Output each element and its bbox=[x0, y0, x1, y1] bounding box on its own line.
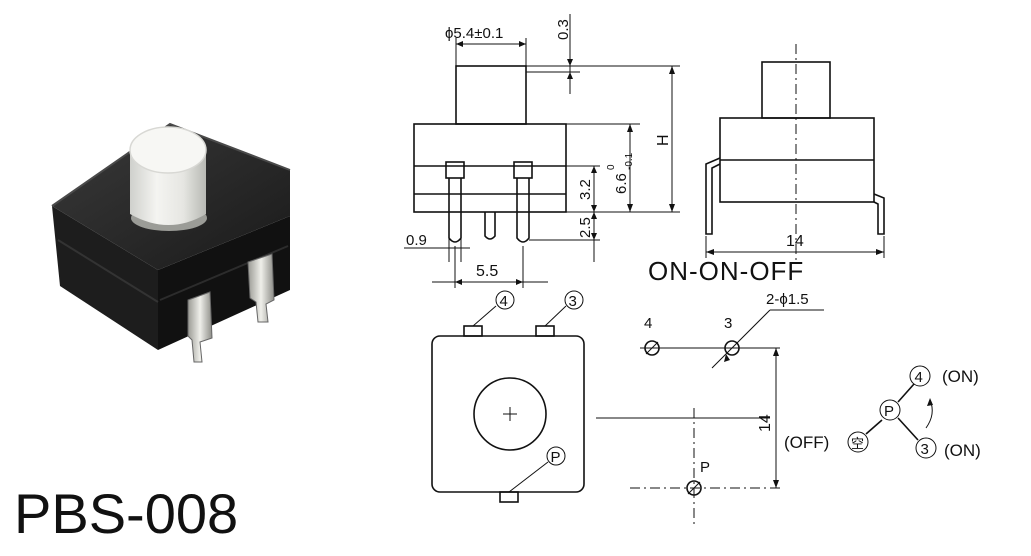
photo-pin-right bbox=[247, 253, 275, 323]
dim-pin-pitch: 5.5 bbox=[476, 263, 498, 280]
top-view: 4 3 P bbox=[431, 290, 585, 503]
side-lead-left bbox=[705, 157, 721, 235]
dim-body-width: 14 bbox=[786, 233, 804, 250]
schematic-node-3 bbox=[915, 437, 937, 459]
footprint-hole-spec: 2-ϕ1.5 bbox=[766, 291, 809, 308]
footprint-hole-3 bbox=[724, 340, 740, 356]
pin-label-circle-4 bbox=[495, 290, 515, 310]
front-terminal-left bbox=[445, 161, 465, 243]
schematic-off-glyph: 空 bbox=[851, 436, 864, 451]
top-tab-p bbox=[499, 491, 519, 503]
dim-body-height: 6.6 0 -0.1 bbox=[606, 152, 635, 194]
dim-footprint-height: 14 bbox=[757, 414, 774, 432]
schematic-label-3: 3 bbox=[921, 441, 929, 458]
schematic-state-3: (ON) bbox=[944, 441, 981, 460]
svg-text:0: 0 bbox=[606, 164, 617, 170]
schematic-node-4 bbox=[909, 365, 931, 387]
dim-cap-diameter: ϕ5.4±0.1 bbox=[445, 25, 503, 42]
top-pin-label-4: 4 bbox=[500, 293, 508, 310]
switch-schematic: P 4 (ON) 3 (ON) 空 (OFF) bbox=[784, 365, 981, 460]
dim-terminal-upper: 3.2 bbox=[577, 179, 594, 200]
top-tab-3 bbox=[535, 325, 555, 337]
top-actuator-circle bbox=[473, 377, 547, 451]
schematic-node-off bbox=[847, 431, 869, 453]
svg-text:6.6: 6.6 bbox=[613, 173, 630, 194]
switch-cap-top bbox=[129, 126, 207, 174]
front-terminal-center bbox=[484, 212, 496, 240]
footprint-hole-4 bbox=[644, 340, 660, 356]
front-terminal-right bbox=[513, 161, 533, 243]
pcb-footprint: 2-ϕ1.5 4 3 P 14 bbox=[596, 291, 824, 524]
top-pin-label-p: P bbox=[551, 449, 561, 466]
front-housing bbox=[413, 123, 567, 213]
front-view: ϕ5.4±0.1 0.3 H 6.6 0 -0.1 3.2 2.5 0.9 bbox=[404, 14, 680, 288]
dim-cap-gap: 0.3 bbox=[555, 19, 572, 40]
schematic-label-4: 4 bbox=[915, 369, 923, 386]
schematic-state-4: (ON) bbox=[942, 367, 979, 386]
product-model-title: PBS-008 bbox=[14, 482, 239, 545]
pin-label-circle-p bbox=[546, 446, 566, 466]
svg-text:-0.1: -0.1 bbox=[624, 152, 635, 170]
schematic-state-off: (OFF) bbox=[784, 433, 829, 452]
side-view: 14 bbox=[705, 44, 885, 260]
photo-pin-left bbox=[187, 291, 213, 363]
footprint-label-3: 3 bbox=[724, 315, 732, 332]
schematic-node-p bbox=[879, 399, 901, 421]
product-photo bbox=[51, 122, 291, 363]
pin-label-circle-3 bbox=[564, 290, 584, 310]
top-pin-label-3: 3 bbox=[569, 293, 577, 310]
schematic-label-p: P bbox=[884, 403, 894, 420]
side-lead-right bbox=[873, 193, 885, 235]
footprint-label-4: 4 bbox=[644, 315, 652, 332]
footprint-label-p: P bbox=[700, 459, 710, 476]
dim-height: H bbox=[655, 134, 672, 146]
footprint-hole-p bbox=[686, 480, 702, 496]
switch-body-left-face bbox=[52, 206, 158, 350]
top-tab-4 bbox=[463, 325, 483, 337]
dim-pin-width: 0.9 bbox=[406, 232, 427, 249]
front-actuator bbox=[455, 65, 527, 125]
dim-terminal-lower: 2.5 bbox=[577, 217, 594, 238]
switching-mode: ON-ON-OFF bbox=[648, 256, 805, 286]
